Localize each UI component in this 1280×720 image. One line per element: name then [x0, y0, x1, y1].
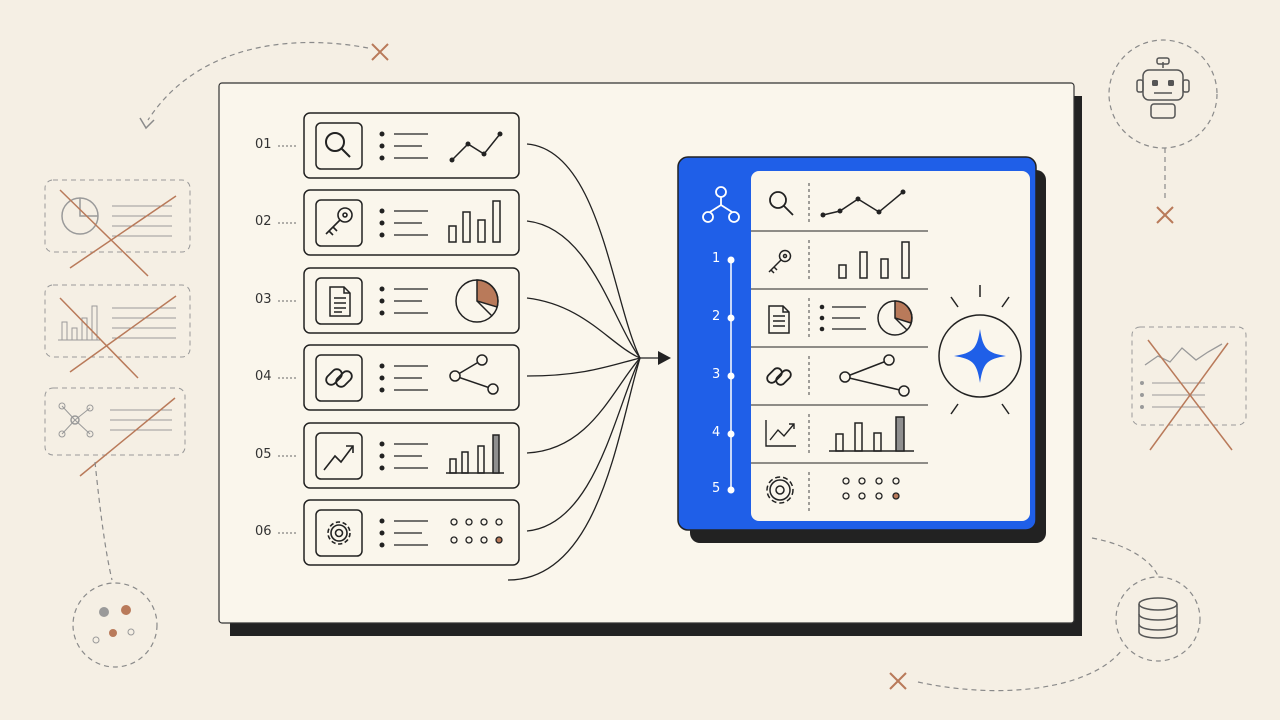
result-panel-content	[751, 171, 1030, 521]
row-number: 03	[255, 292, 272, 307]
row-number: 06	[255, 524, 272, 539]
step-number: 1	[712, 251, 721, 266]
row-bullet-lists	[379, 131, 428, 548]
link-icon	[325, 368, 353, 388]
crossed-card-bars	[44, 284, 191, 379]
pie-chart-icon	[455, 279, 499, 323]
bar-chart-icon	[446, 434, 504, 474]
link-icon	[766, 367, 792, 386]
bar-chart-icon	[838, 241, 910, 279]
line-sparkline-icon	[449, 131, 503, 163]
panel-row-dividers	[751, 230, 928, 464]
x-mark-icon	[371, 43, 389, 61]
hierarchy-icon	[702, 186, 740, 223]
trend-chart-icon	[765, 420, 796, 447]
step-number: 4	[712, 425, 721, 440]
dot-grid-icon	[842, 477, 900, 500]
row-number-leaders	[278, 145, 298, 534]
pie-chart-icon	[877, 300, 913, 336]
document-icon	[329, 286, 351, 317]
arrow-head-icon	[658, 351, 671, 365]
gear-icon	[766, 476, 794, 504]
crossed-card-pie	[44, 179, 191, 277]
row-number: 04	[255, 369, 272, 384]
row-number: 05	[255, 447, 272, 462]
bar-chart-icon	[448, 200, 501, 243]
key-icon	[768, 249, 792, 274]
document-icon	[768, 305, 790, 334]
x-mark-icon	[889, 672, 907, 690]
dot-grid-icon	[450, 518, 503, 544]
network-icon	[449, 354, 499, 395]
row-icon-boxes	[315, 122, 363, 557]
magnifier-icon	[325, 132, 351, 158]
step-number: 3	[712, 367, 721, 382]
step-number: 2	[712, 309, 721, 324]
step-number: 5	[712, 481, 721, 496]
x-mark-icon	[1156, 206, 1174, 224]
key-icon	[325, 207, 353, 236]
row-number: 01	[255, 137, 272, 152]
row-number: 02	[255, 214, 272, 229]
robot-icon	[1108, 39, 1218, 149]
database-icon	[1115, 576, 1201, 662]
sparkle-star-icon	[938, 285, 1022, 415]
magnifier-icon	[769, 191, 794, 216]
gear-icon	[327, 521, 351, 545]
network-icon	[839, 354, 910, 397]
trend-up-icon	[323, 445, 354, 471]
timeline-dots	[727, 256, 735, 494]
crossed-card-network	[44, 387, 186, 477]
bullet-list-icon	[819, 304, 866, 332]
scatter-dots-icon	[72, 582, 158, 668]
converging-curves	[507, 143, 660, 581]
dashed-arc-top-left	[139, 41, 369, 130]
line-sparkline-icon	[820, 189, 906, 218]
bar-chart-icon	[829, 416, 914, 452]
crossed-card-linechart	[1131, 326, 1247, 451]
